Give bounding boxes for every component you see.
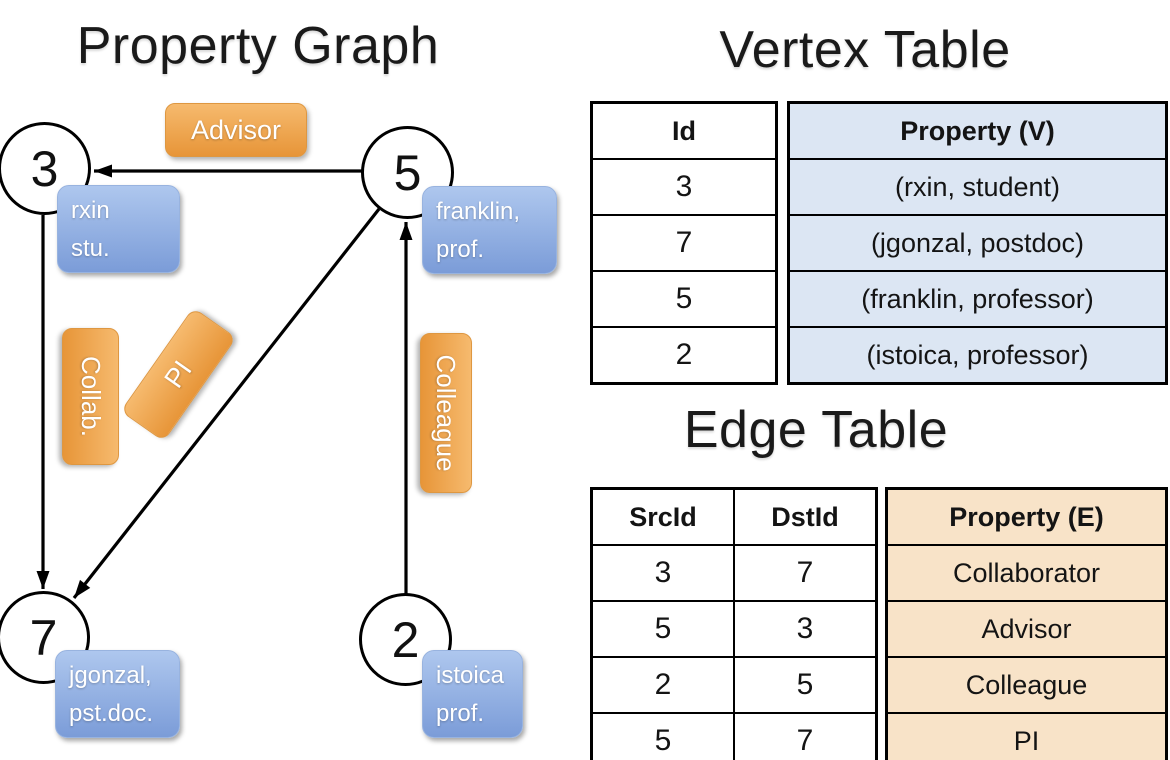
table-row: (jgonzal, postdoc) bbox=[787, 214, 1168, 272]
edge-table-property-column: Property (E) Collaborator Advisor Collea… bbox=[885, 487, 1168, 760]
property-line: pst.doc. bbox=[69, 700, 154, 727]
property-line: prof. bbox=[436, 236, 485, 263]
table-row: 3 7 bbox=[590, 544, 878, 602]
edge-table-title: Edge Table bbox=[683, 401, 949, 459]
edge-srcid-header-cell: SrcId bbox=[590, 487, 735, 546]
table-row: 3 bbox=[590, 158, 778, 216]
table-row: 5 bbox=[590, 270, 778, 328]
edge-label-advisor: Advisor bbox=[165, 103, 307, 157]
property-line: stu. bbox=[71, 235, 110, 262]
graph-node-5: 5 bbox=[361, 126, 454, 219]
vertex-property-cell: (jgonzal, postdoc) bbox=[787, 214, 1168, 272]
vertex-id-header-cell: Id bbox=[590, 101, 778, 160]
edge-srcid-cell: 2 bbox=[590, 656, 735, 714]
edge-property-cell: Collaborator bbox=[885, 544, 1168, 602]
vertex-property-box-franklin: franklin, prof. bbox=[422, 186, 557, 274]
vertex-property-cell: (franklin, professor) bbox=[787, 270, 1168, 328]
vertex-id-cell: 7 bbox=[590, 214, 778, 272]
edge-dstid-cell: 5 bbox=[733, 656, 878, 714]
vertex-id-cell: 2 bbox=[590, 326, 778, 385]
edge-dstid-cell: 7 bbox=[733, 712, 878, 760]
vertex-table-property-column: Property (V) (rxin, student) (jgonzal, p… bbox=[787, 101, 1168, 385]
edge-table-src-dst-columns: SrcId DstId 3 7 5 3 2 5 5 7 bbox=[590, 487, 878, 760]
table-row: SrcId DstId bbox=[590, 487, 878, 546]
edge-dstid-cell: 3 bbox=[733, 600, 878, 658]
table-row: (rxin, student) bbox=[787, 158, 1168, 216]
table-row: Property (V) bbox=[787, 101, 1168, 160]
vertex-table-id-column: Id 3 7 5 2 bbox=[590, 101, 778, 385]
vertex-property-box-jgonzal: jgonzal, pst.doc. bbox=[55, 650, 180, 738]
table-row: Collaborator bbox=[885, 544, 1168, 602]
node-id-label: 5 bbox=[393, 144, 422, 201]
edge-property-cell: PI bbox=[885, 712, 1168, 760]
property-line: franklin, bbox=[436, 198, 521, 225]
edge-line-pi-5-7 bbox=[72, 208, 381, 599]
edge-srcid-cell: 5 bbox=[590, 600, 735, 658]
property-line: rxin bbox=[71, 197, 110, 224]
property-graph-title: Property Graph bbox=[76, 17, 440, 75]
table-row: 2 5 bbox=[590, 656, 878, 714]
edge-label-collab: Collab. bbox=[62, 328, 119, 465]
edge-srcid-cell: 5 bbox=[590, 712, 735, 760]
vertex-property-box-rxin: rxin stu. bbox=[57, 185, 180, 273]
table-row: (franklin, professor) bbox=[787, 270, 1168, 328]
table-row: (istoica, professor) bbox=[787, 326, 1168, 385]
table-row: 7 bbox=[590, 214, 778, 272]
vertex-property-cell: (rxin, student) bbox=[787, 158, 1168, 216]
vertex-id-cell: 3 bbox=[590, 158, 778, 216]
table-row: Advisor bbox=[885, 600, 1168, 658]
table-row: 5 7 bbox=[590, 712, 878, 760]
table-row: Property (E) bbox=[885, 487, 1168, 546]
vertex-id-cell: 5 bbox=[590, 270, 778, 328]
edge-dstid-cell: 7 bbox=[733, 544, 878, 602]
table-row: Colleague bbox=[885, 656, 1168, 714]
vertex-property-cell: (istoica, professor) bbox=[787, 326, 1168, 385]
property-line: prof. bbox=[436, 700, 485, 727]
edge-property-cell: Advisor bbox=[885, 600, 1168, 658]
vertex-property-header-cell: Property (V) bbox=[787, 101, 1168, 160]
table-row: PI bbox=[885, 712, 1168, 760]
vertex-property-box-istoica: istoica prof. bbox=[422, 650, 523, 738]
edge-property-header-cell: Property (E) bbox=[885, 487, 1168, 546]
vertex-table-title: Vertex Table bbox=[719, 21, 1011, 79]
edge-property-cell: Colleague bbox=[885, 656, 1168, 714]
node-id-label: 2 bbox=[391, 611, 420, 668]
table-row: Id bbox=[590, 101, 778, 160]
edge-srcid-cell: 3 bbox=[590, 544, 735, 602]
edge-label-colleague: Colleague bbox=[420, 333, 472, 493]
table-row: 5 3 bbox=[590, 600, 878, 658]
node-id-label: 7 bbox=[29, 609, 58, 666]
edge-dstid-header-cell: DstId bbox=[733, 487, 878, 546]
node-id-label: 3 bbox=[30, 140, 59, 197]
graph-edges-layer bbox=[36, 164, 413, 599]
property-line: jgonzal, bbox=[69, 662, 152, 689]
table-row: 2 bbox=[590, 326, 778, 385]
property-line: istoica bbox=[436, 662, 505, 689]
